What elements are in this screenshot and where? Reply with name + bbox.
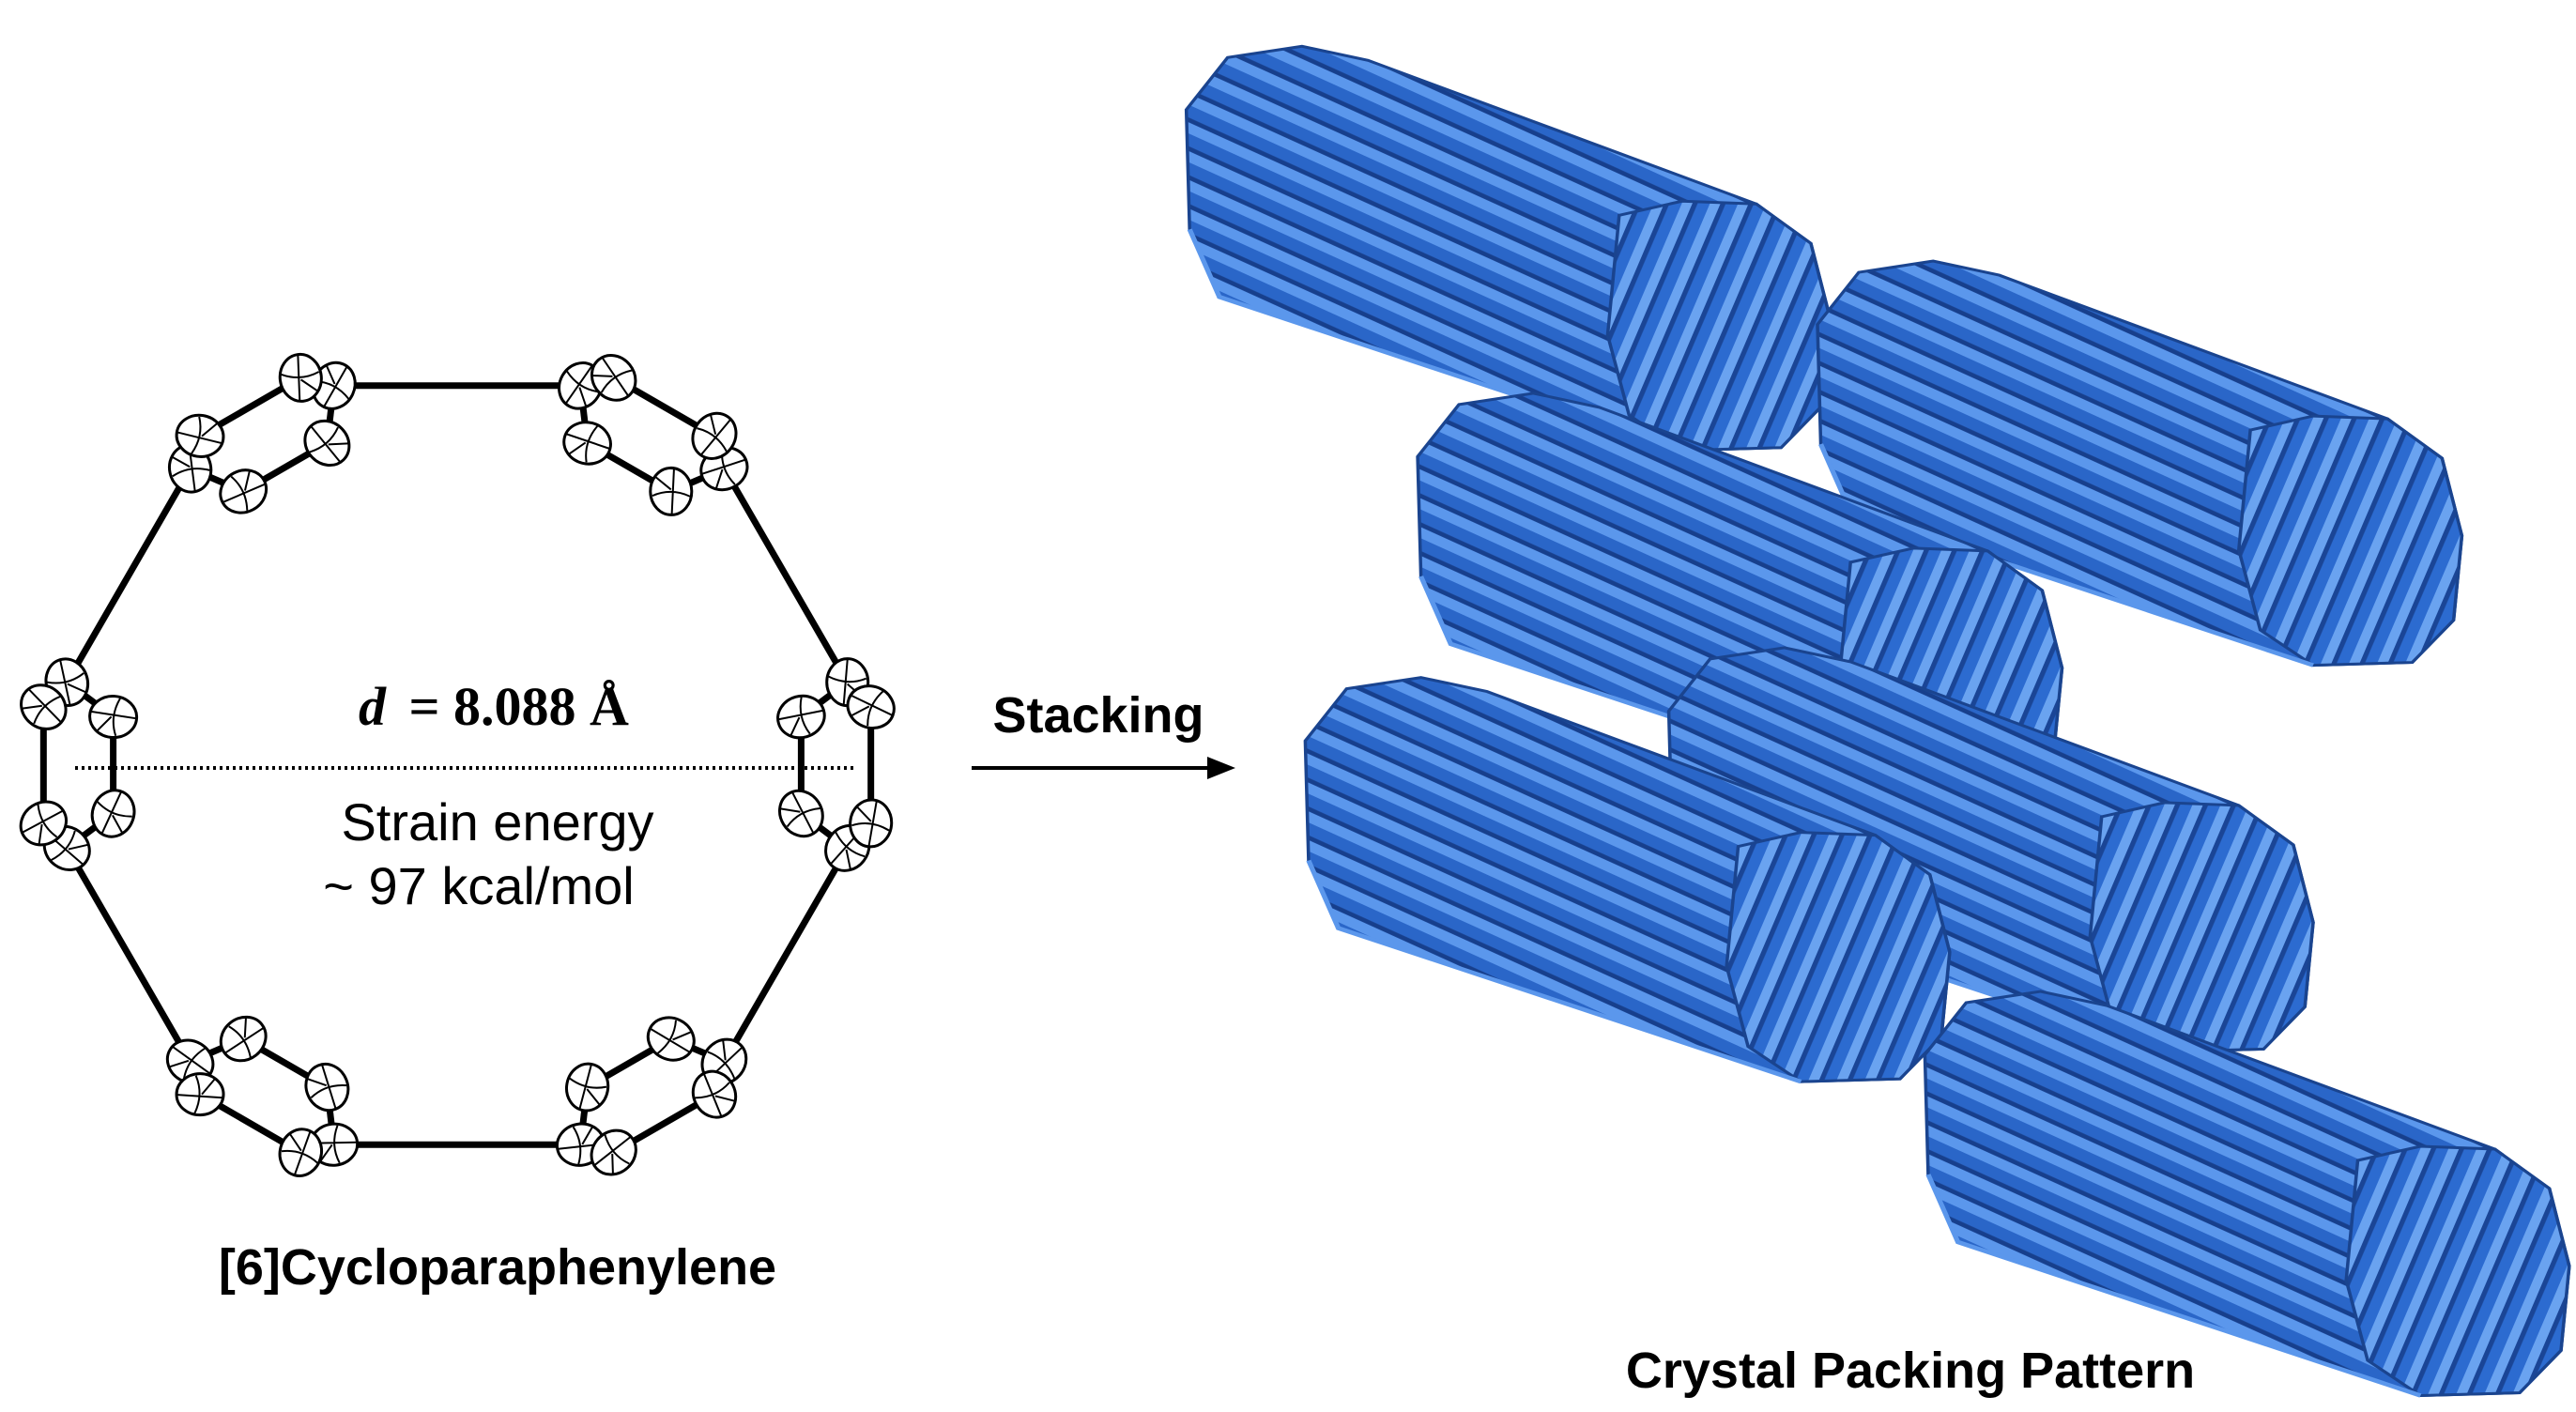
stacking-arrow (972, 757, 1235, 779)
carbon-atom (278, 352, 323, 403)
diameter-value: = 8.088 Å (409, 676, 630, 737)
carbon-atom (849, 798, 894, 849)
carbon-atom (20, 683, 68, 730)
carbon-atom (219, 1015, 268, 1063)
crystal-packing-illustration (1184, 44, 2571, 1398)
carbon-atom (175, 1072, 225, 1117)
diameter-label: d = 8.088 Å (359, 676, 629, 737)
bond (721, 846, 851, 1064)
tube-edge (1925, 1174, 2422, 1398)
carbon-atom (562, 421, 612, 466)
carbon-atom (776, 694, 826, 740)
carbon-atom (90, 789, 136, 838)
carbon-atom (590, 1128, 637, 1176)
tube-end-face (1605, 199, 1832, 453)
tube-end-face (2344, 1144, 2571, 1398)
carbon-atom (691, 1069, 738, 1119)
strain-energy-label: Strain energy (341, 792, 653, 852)
carbon-atom (278, 1128, 324, 1177)
cycloparaphenylene-structure (19, 352, 896, 1177)
tube-end-face (2237, 414, 2464, 668)
diameter-symbol: d (359, 676, 387, 737)
stacking-label: Stacking (992, 687, 1204, 744)
carbon-atom (778, 789, 824, 838)
crystal-caption: Crystal Packing Pattern (1626, 1343, 2195, 1399)
carbon-atom (565, 1062, 610, 1113)
carbon-atom (691, 411, 738, 460)
nanotube (1816, 259, 2464, 668)
carbon-atom (19, 800, 68, 847)
tube-end-face (1725, 831, 1952, 1083)
nanotube (1923, 990, 2571, 1398)
nanotube (1666, 646, 2315, 1054)
carbon-atom (649, 466, 694, 516)
carbon-atom (590, 354, 637, 402)
bond (64, 467, 193, 684)
molecule-name: [6]Cycloparaphenylene (219, 1239, 776, 1296)
carbon-atom (175, 413, 225, 458)
carbon-atom (219, 468, 268, 514)
nanotube (1184, 44, 1832, 453)
tube-edge (1306, 859, 1802, 1084)
carbon-atom (88, 694, 139, 740)
carbon-atom (846, 684, 896, 729)
bond (721, 467, 851, 684)
bond (64, 846, 193, 1064)
carbon-atom (304, 1062, 350, 1113)
strain-energy-value: ~ 97 kcal/mol (323, 856, 635, 915)
carbon-atom (303, 419, 351, 468)
carbon-atom (646, 1016, 696, 1062)
tube-end-face (2088, 801, 2315, 1053)
nanotube (1303, 676, 1952, 1084)
